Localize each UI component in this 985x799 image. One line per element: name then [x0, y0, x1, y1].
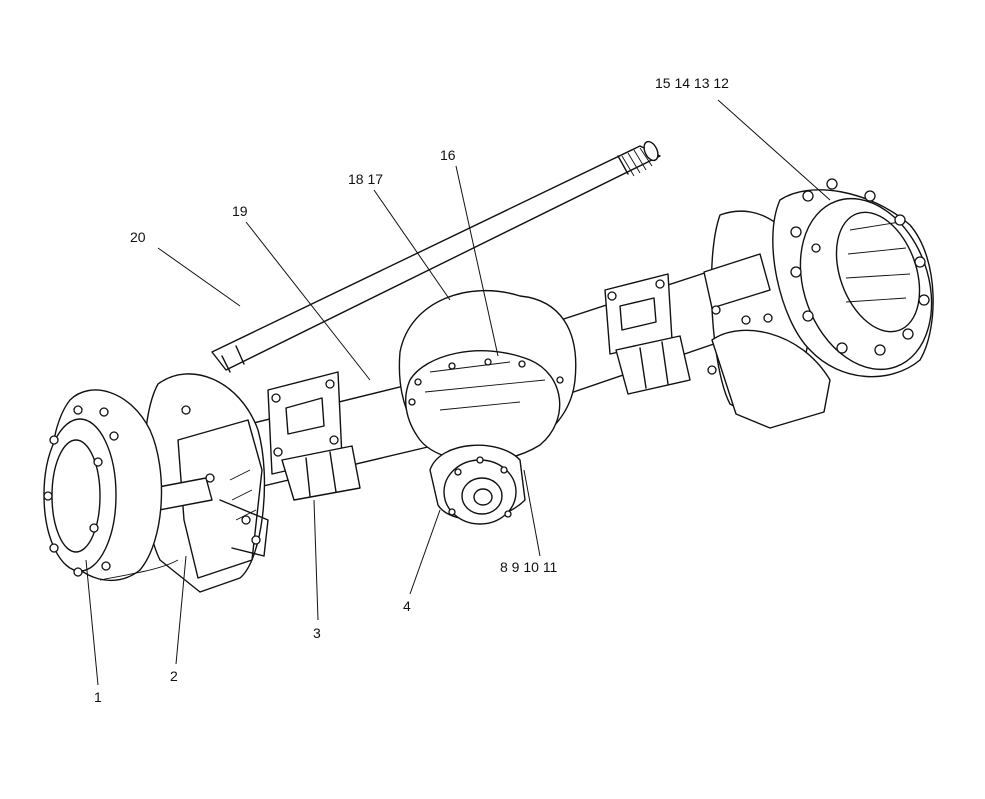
leader-12-15 [717, 99, 831, 201]
leader-16 [455, 165, 499, 357]
right-wheel-hub [772, 178, 934, 378]
leader-8-11 [523, 469, 541, 557]
label-19: 19 [232, 203, 248, 219]
leader-4 [409, 509, 441, 595]
label-17-18: 18 17 [348, 171, 383, 187]
label-4: 4 [403, 598, 411, 614]
leader-1 [85, 559, 99, 686]
leader-lines [85, 99, 831, 686]
pinion-flange [429, 444, 526, 525]
label-2: 2 [170, 668, 178, 684]
label-1: 1 [94, 689, 102, 705]
left-spring-seat [267, 371, 361, 501]
half-shaft [211, 140, 661, 373]
leader-3 [313, 499, 319, 621]
label-8-11: 8 9 10 11 [500, 559, 558, 575]
left-wheel-hub [43, 389, 179, 582]
leader-17-18 [373, 189, 451, 301]
callout-labels: 1 2 3 4 8 9 10 11 15 14 13 12 16 18 17 1… [94, 75, 729, 705]
leader-20 [157, 247, 241, 307]
label-3: 3 [313, 625, 321, 641]
right-spring-seat [604, 273, 691, 395]
leader-2 [175, 555, 187, 665]
leader-19 [245, 221, 371, 381]
label-12-15: 15 14 13 12 [655, 75, 729, 91]
label-16: 16 [440, 147, 456, 163]
label-20: 20 [130, 229, 146, 245]
